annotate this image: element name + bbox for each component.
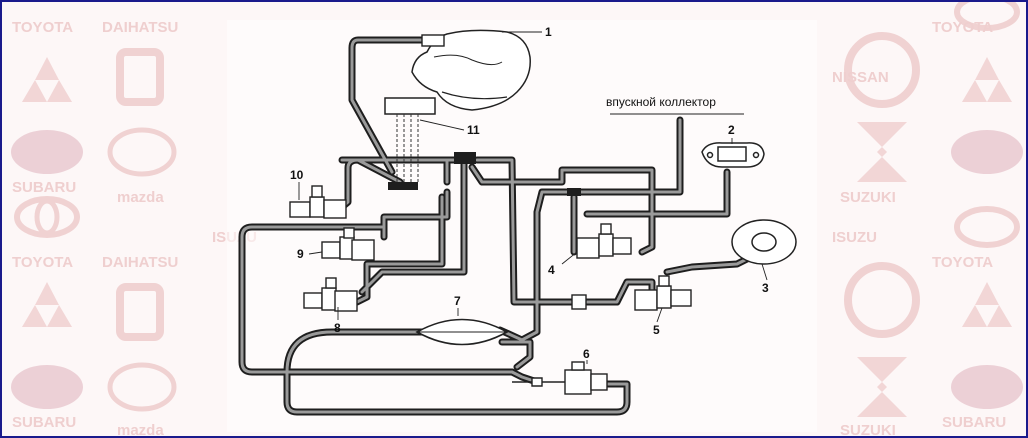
- nissan-logo-watermark: [844, 32, 920, 338]
- diaphragm-3: [731, 219, 797, 265]
- subaru-logo-watermark: [11, 130, 1023, 409]
- valve-9: [321, 227, 375, 261]
- leader-lines: [298, 31, 768, 364]
- callout-6: 6: [583, 347, 590, 361]
- callout-3: 3: [762, 281, 769, 295]
- wm-isuzu-2: ISUZU: [832, 229, 877, 246]
- sensor-2: [701, 142, 765, 168]
- callout-5: 5: [653, 323, 660, 337]
- hose-inner: [240, 38, 759, 414]
- wm-suzuki-1: SUZUKI: [840, 189, 896, 206]
- wm-mazda-1: mazda: [117, 189, 164, 206]
- valve-4: [576, 223, 632, 259]
- callout-11: 11: [467, 123, 480, 137]
- wm-daihatsu-1: DAIHATSU: [102, 19, 178, 36]
- callout-4: 4: [548, 263, 555, 277]
- callout-7: 7: [454, 294, 461, 308]
- tee-connector-top: [454, 152, 476, 164]
- wm-subaru-2: SUBARU: [12, 414, 76, 431]
- tee-connector-right: [567, 188, 581, 196]
- callout-1: 1: [545, 25, 552, 39]
- tee-connectors: [388, 152, 581, 196]
- mitsubishi-logo-watermark-right: [962, 57, 1012, 327]
- wm-subaru-3: SUBARU: [942, 414, 1006, 431]
- mazda-logo-watermark: [107, 127, 177, 412]
- toyota-logo-watermark-right: [954, 2, 1020, 248]
- wm-daihatsu-2: DAIHATSU: [102, 254, 178, 271]
- wm-toyota-4: TOYOTA: [932, 19, 993, 36]
- inline-filter: [571, 294, 587, 310]
- toyota-logo-watermark: [14, 196, 80, 238]
- callout-8: 8: [334, 321, 341, 335]
- wm-nissan-1: NISSAN: [832, 69, 889, 86]
- intake-manifold-caption: впускной коллектор: [606, 95, 716, 109]
- valve-5: [634, 275, 692, 311]
- wm-toyota-3: TOYOTA: [932, 254, 993, 271]
- actuator-6: [512, 361, 608, 395]
- suzuki-logo-watermark: [857, 122, 907, 417]
- reservoir-7: [415, 318, 509, 346]
- callout-10: 10: [290, 168, 304, 182]
- tee-connector-center: [388, 182, 418, 190]
- honda-logo-watermark: [116, 48, 164, 341]
- callout-2: 2: [728, 123, 735, 137]
- wm-suzuki-2: SUZUKI: [840, 422, 896, 438]
- engine-component-1: [411, 29, 531, 111]
- control-unit-11: [384, 97, 436, 182]
- mitsubishi-logo-watermark: [22, 57, 72, 327]
- wm-mazda-2: mazda: [117, 422, 164, 438]
- valve-8: [303, 277, 358, 312]
- wm-subaru-1: SUBARU: [12, 179, 76, 196]
- wm-toyota-2: TOYOTA: [12, 254, 73, 271]
- wm-toyota-1: TOYOTA: [12, 19, 73, 36]
- valve-10: [289, 185, 347, 219]
- callout-9: 9: [297, 247, 304, 261]
